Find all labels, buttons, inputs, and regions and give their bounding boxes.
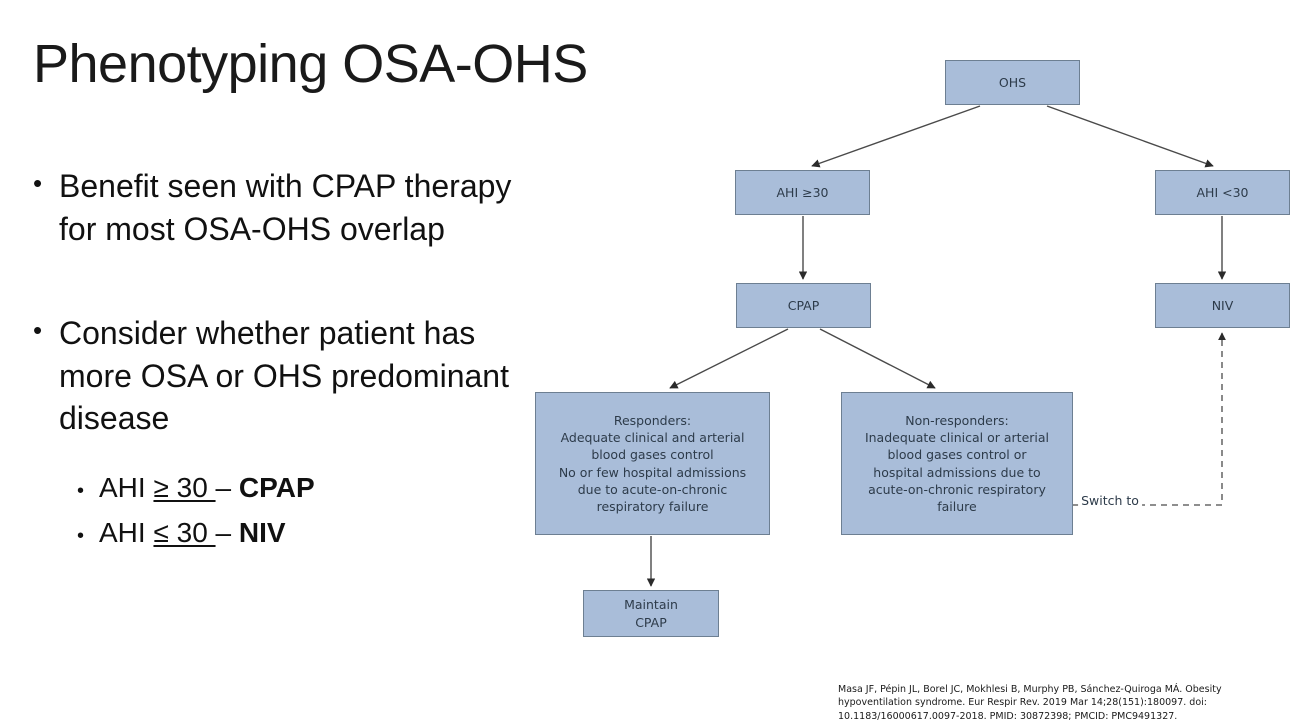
sub-bullet-item-cpap: • AHI ≥ 30 – CPAP: [77, 468, 553, 508]
bullet-text-2: Consider whether patient has more OSA or…: [59, 315, 509, 437]
bullet-text-1: Benefit seen with CPAP therapy for most …: [59, 168, 512, 247]
edge-nonresponders-to-niv-switch: [1073, 332, 1226, 506]
bullet-spacer: [33, 278, 553, 312]
edge-ohs-to-ahi-high: [811, 105, 981, 168]
flow-node-ahi-high[interactable]: AHI ≥30: [735, 170, 870, 215]
bullet-dot-icon: •: [33, 168, 43, 198]
flow-node-niv[interactable]: NIV: [1155, 283, 1290, 328]
bullet-list: • Benefit seen with CPAP therapy for mos…: [33, 165, 553, 559]
flow-node-ahi-low[interactable]: AHI <30: [1155, 170, 1290, 215]
sub-bullet-list: • AHI ≥ 30 – CPAP • AHI ≤ 30 – NIV: [77, 468, 553, 554]
flowchart-connectors: [646, 105, 1227, 587]
sub-bullet-text-niv: AHI ≤ 30 – NIV: [99, 513, 286, 553]
bullet-item-2: • Consider whether patient has more OSA …: [33, 312, 553, 440]
flow-node-nonresponders[interactable]: Non-responders: Inadequate clinical or a…: [841, 392, 1073, 535]
sub-bullet-dash: –: [215, 471, 239, 503]
sub-bullet-dash: –: [215, 517, 239, 549]
bullet-item-1: • Benefit seen with CPAP therapy for mos…: [33, 165, 553, 250]
sub-bullet-prefix: AHI: [99, 471, 154, 503]
edge-ohs-to-ahi-low: [1046, 105, 1214, 168]
edge-cpap-to-nonresponders: [819, 328, 936, 389]
sub-bullet-comparison: ≥ 30: [153, 471, 216, 503]
flow-node-cpap[interactable]: CPAP: [736, 283, 871, 328]
sub-bullet-dot-icon: •: [77, 479, 85, 502]
flowchart: OHS AHI ≥30 AHI <30 CPAP NIV Responders:…: [520, 45, 1292, 655]
sub-bullet-text-cpap: AHI ≥ 30 – CPAP: [99, 468, 315, 508]
sub-bullet-prefix: AHI: [99, 517, 154, 549]
page-title: Phenotyping OSA-OHS: [33, 34, 588, 94]
bullet-dot-icon: •: [33, 315, 43, 346]
edge-label-switch-to: Switch to: [1078, 493, 1142, 508]
sub-bullet-therapy: NIV: [238, 517, 286, 549]
flow-node-maintain-cpap[interactable]: Maintain CPAP: [583, 590, 719, 637]
flow-node-ohs[interactable]: OHS: [945, 60, 1080, 105]
sub-bullet-item-niv: • AHI ≤ 30 – NIV: [77, 513, 553, 553]
flow-node-responders[interactable]: Responders: Adequate clinical and arteri…: [535, 392, 770, 535]
sub-bullet-comparison: ≤ 30: [153, 517, 216, 549]
citation-text: Masa JF, Pépin JL, Borel JC, Mokhlesi B,…: [838, 684, 1222, 722]
sub-bullet-dot-icon: •: [77, 525, 85, 548]
sub-bullet-therapy: CPAP: [238, 471, 315, 503]
edge-cpap-to-responders: [669, 328, 789, 389]
